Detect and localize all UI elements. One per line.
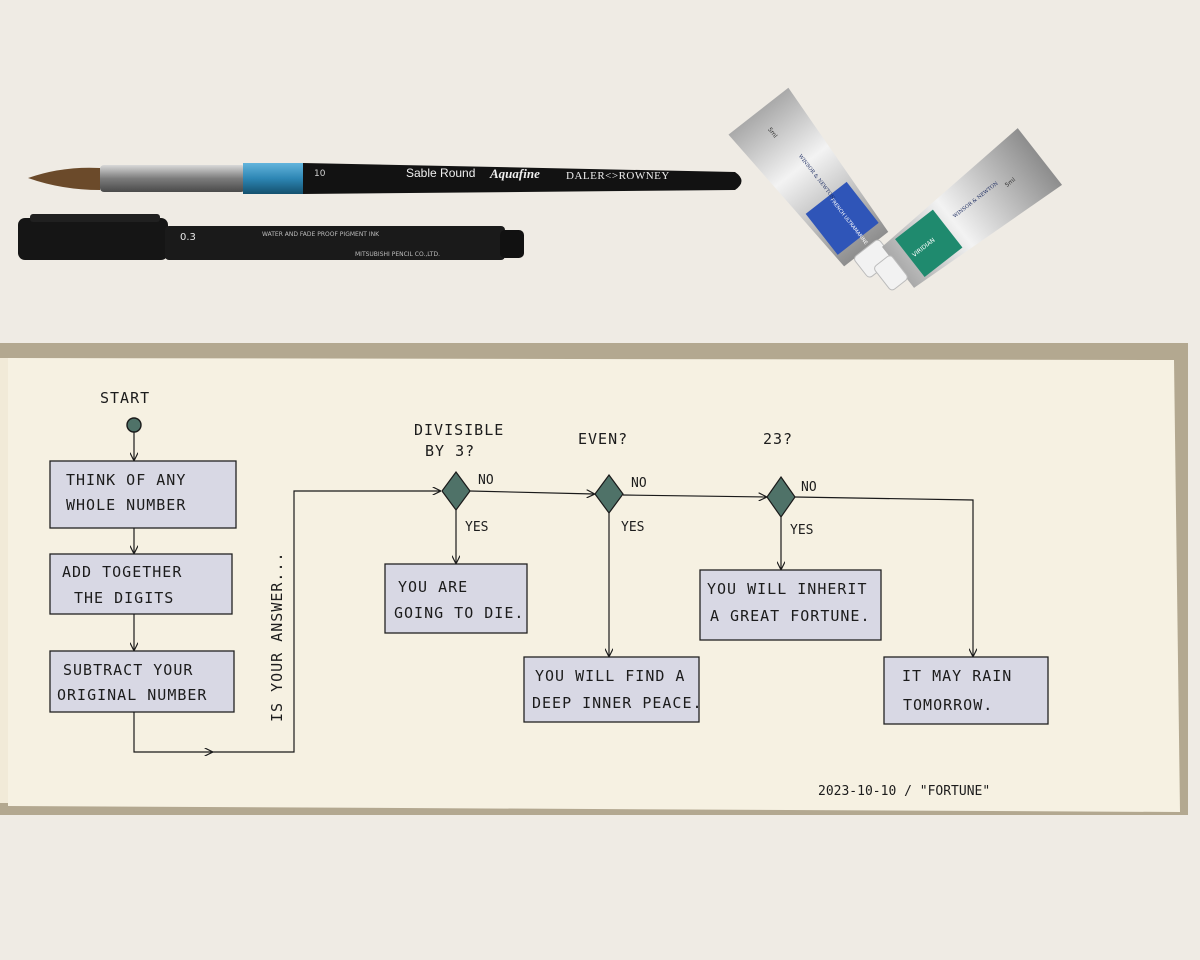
decision2-line1: EVEN? (578, 430, 628, 448)
arrow-d3-no (794, 496, 973, 656)
pen-cap (18, 218, 168, 260)
decision-even: EVEN? NO YES (578, 430, 647, 535)
flowchart: START THINK OF ANY WHOLE NUMBER ADD TOGE… (49, 389, 1049, 799)
brush-ferrule (100, 165, 245, 192)
step3-line2: ORIGINAL NUMBER (57, 686, 207, 704)
outcome1-line2: GOING TO DIE. (394, 604, 524, 622)
arrow-d1-to-d2 (469, 491, 594, 494)
outcome-inner-peace: YOU WILL FIND A DEEP INNER PEACE. (523, 656, 703, 723)
brush-band (243, 163, 303, 194)
pen-clip (30, 214, 160, 222)
start-label: START (100, 389, 150, 407)
brush-brand: DALER<>ROWNEY (566, 170, 670, 182)
question-label: IS YOUR ANSWER... (268, 551, 286, 722)
step1-line2: WHOLE NUMBER (66, 496, 186, 514)
blue-paint-tube: FRENCH ULTRAMARINE WINSOR & NEWTON 5ml (728, 87, 894, 278)
outcome4-line2: TOMORROW. (903, 696, 993, 714)
step-add-digits: ADD TOGETHER THE DIGITS (49, 553, 233, 615)
step2-box (49, 553, 233, 615)
paint-brush: 10 Sable Round Aquafine DALER<>ROWNEY (28, 163, 742, 194)
blue-tube-label (805, 181, 879, 255)
step3-line1: SUBTRACT YOUR (63, 661, 193, 679)
start-node (126, 417, 142, 433)
connector-to-decisions (133, 712, 212, 752)
outcome3-box (699, 569, 882, 641)
decision3-line1: 23? (763, 430, 793, 448)
brush-hair (28, 167, 100, 190)
outcome2-line1: YOU WILL FIND A (535, 667, 685, 685)
outcome4-line1: IT MAY RAIN (902, 667, 1012, 685)
outcome-going-to-die: YOU ARE GOING TO DIE. (384, 563, 528, 634)
pen-barrel (165, 226, 505, 260)
decision2-no: NO (631, 476, 647, 491)
connector-up (212, 491, 440, 753)
decision3-yes: YES (790, 523, 813, 538)
sketchbook-page-left-edge (0, 358, 8, 803)
brush-size: 10 (314, 169, 326, 179)
step2-line1: ADD TOGETHER (62, 563, 182, 581)
step-subtract-original: SUBTRACT YOUR ORIGINAL NUMBER (49, 650, 235, 713)
step1-box (49, 460, 237, 529)
outcome4-box (883, 656, 1049, 725)
decision1-line1: DIVISIBLE (414, 421, 504, 439)
outcome2-box (523, 656, 700, 723)
brush-series: Aquafine (489, 166, 540, 181)
step-think-of-number: THINK OF ANY WHOLE NUMBER (49, 460, 237, 529)
fineliner-pen: 0.3 WATER AND FADE PROOF PIGMENT INK MIT… (18, 214, 524, 260)
outcome-may-rain: IT MAY RAIN TOMORROW. (883, 656, 1049, 725)
pen-line2: MITSUBISHI PENCIL CO.,LTD. (355, 251, 440, 258)
green-paint-tube: VIRIDIAN WINSOR & NEWTON 5ml (874, 128, 1063, 291)
outcome3-line2: A GREAT FORTUNE. (710, 607, 871, 625)
pen-end (500, 230, 524, 258)
signature: 2023-10-10 / "FORTUNE" (818, 784, 990, 799)
pen-size: 0.3 (180, 232, 196, 243)
step2-line2: THE DIGITS (74, 589, 174, 607)
step1-line1: THINK OF ANY (66, 471, 186, 489)
pen-line1: WATER AND FADE PROOF PIGMENT INK (262, 231, 380, 238)
decision1-yes: YES (465, 520, 488, 535)
outcome2-line2: DEEP INNER PEACE. (532, 694, 703, 712)
brush-name: Sable Round (406, 166, 475, 180)
step3-box (49, 650, 235, 713)
decision-divisible-by-3: DIVISIBLE BY 3? NO YES (414, 421, 504, 535)
outcome-great-fortune: YOU WILL INHERIT A GREAT FORTUNE. (699, 569, 882, 641)
decision1-line2: BY 3? (425, 442, 475, 460)
outcome3-line1: YOU WILL INHERIT (707, 580, 868, 598)
green-tube-cap (874, 255, 908, 291)
outcome1-box (384, 563, 528, 634)
decision3-no: NO (801, 480, 817, 495)
decision1-no: NO (478, 473, 494, 488)
outcome1-line1: YOU ARE (398, 578, 468, 596)
green-tube-label (895, 209, 963, 278)
arrow-d2-to-d3 (622, 495, 766, 497)
decision2-yes: YES (621, 520, 644, 535)
brush-handle (303, 163, 742, 194)
